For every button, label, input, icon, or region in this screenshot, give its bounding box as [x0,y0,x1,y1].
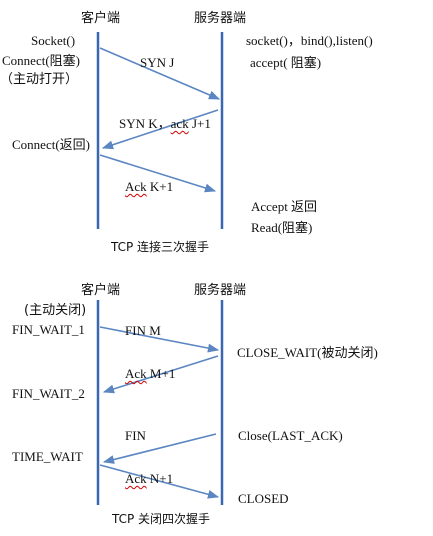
msg-ack-n1: Ack N+1 [125,471,174,486]
client-label-connect-return: Connect(返回) [12,137,90,152]
msg-fin-m: FIN M [125,323,161,338]
client-label-fin-wait-1: FIN_WAIT_1 [12,322,85,337]
client-label-active-open: （主动打开） [0,72,79,87]
client-header: 客户端 [81,11,121,26]
server-header: 服务器端 [194,11,247,26]
client-label-active-close: (主动关闭) [24,303,87,318]
msg-ack: Ack K+1 [125,179,174,194]
ack-arrow [99,154,217,193]
msg-syn: SYN J [140,55,175,70]
server-label-accept-return: Accept 返回 [251,199,318,214]
handshake-caption: TCP 连接三次握手 [111,240,210,254]
client-header-2: 客户端 [81,283,121,298]
server-label-closed: CLOSED [238,491,289,506]
ack1-arrow [102,355,219,394]
msg-syn-ack: SYN K，ack J+1 [119,116,211,131]
ack2-arrow [99,464,220,499]
server-label-read: Read(阻塞) [251,220,313,235]
server-label-close-wait: CLOSE_WAIT(被动关闭) [237,345,378,360]
server-label-last-ack: Close(LAST_ACK) [238,428,343,443]
msg-ack-m1: Ack M+1 [125,366,176,381]
server-label-accept: accept( 阻塞) [250,55,322,70]
client-label-socket: Socket() [31,33,76,48]
msg-fin-n: FIN [125,428,146,443]
fin1-arrow [99,326,220,353]
client-label-time-wait: TIME_WAIT [12,449,83,464]
teardown-caption: TCP 关闭四次握手 [112,512,211,526]
server-label-socket: socket()，bind(),listen() [246,33,373,48]
client-label-connect: Connect(阻塞) [2,53,80,68]
syn-ack-arrow [101,109,219,150]
fin2-arrow [102,433,217,464]
server-header-2: 服务器端 [194,283,247,298]
client-label-fin-wait-2: FIN_WAIT_2 [12,386,85,401]
syn-arrow [99,47,221,100]
